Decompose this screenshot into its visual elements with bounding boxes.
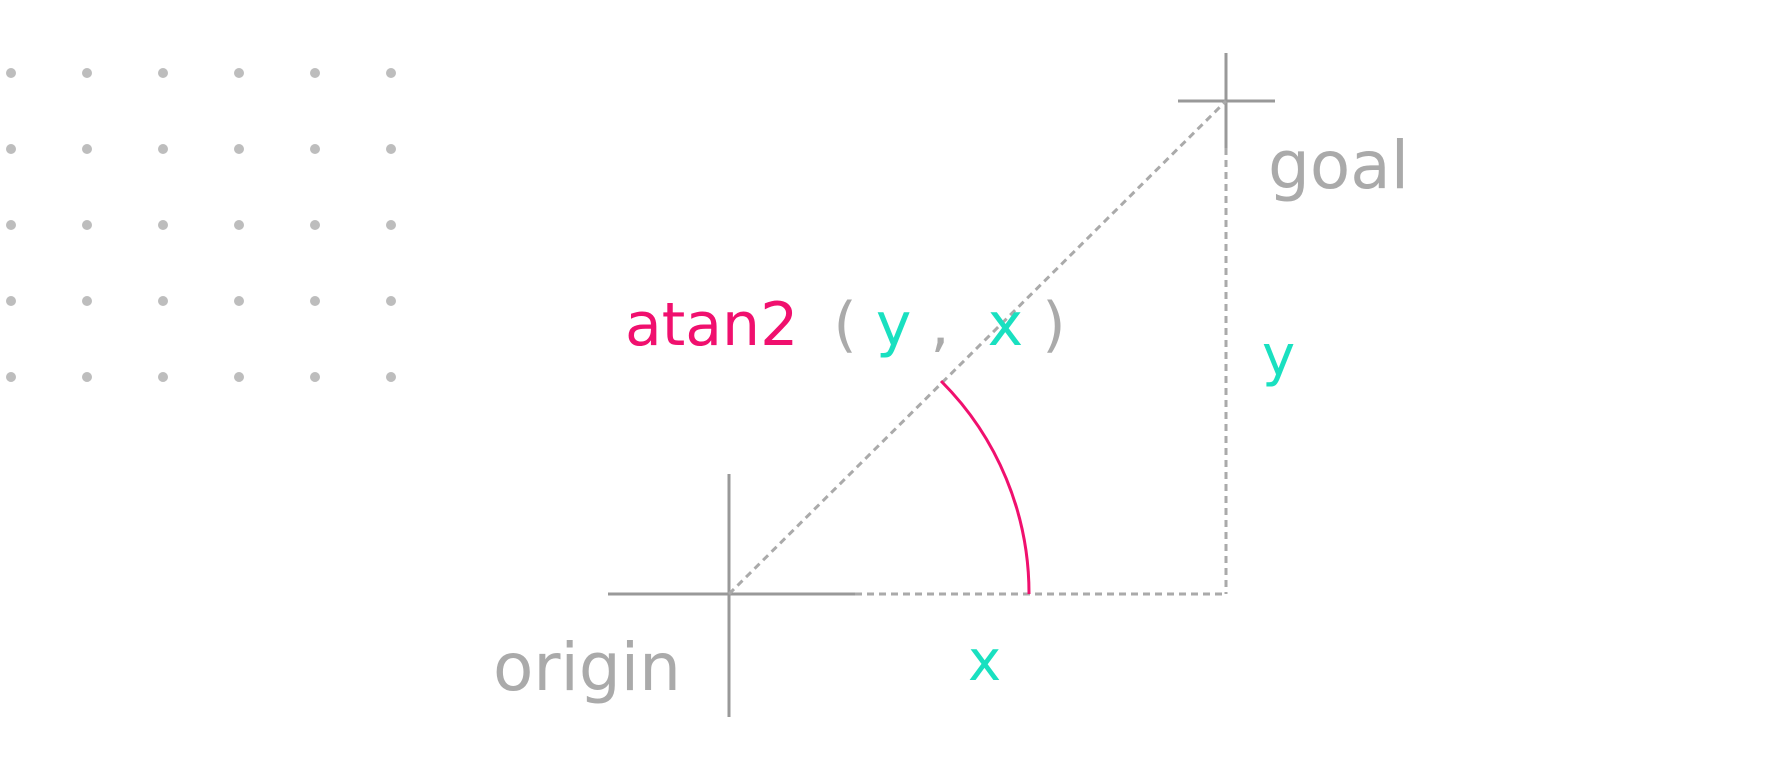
grid-dot [234,144,244,154]
grid-dot [82,220,92,230]
grid-dot [310,68,320,78]
grid-dot [82,296,92,306]
grid-dot [6,372,16,382]
atan2-formula: atan2 ( y , x ) [625,290,1066,360]
grid-dot [6,144,16,154]
grid-dot [82,144,92,154]
grid-dot [82,372,92,382]
origin-label: origin [493,629,681,706]
grid-dot [386,296,396,306]
formula-open-paren: ( [833,290,856,360]
grid-dot [310,144,320,154]
grid-dot [386,372,396,382]
grid-dot [234,372,244,382]
grid-dot [6,296,16,306]
formula-close-paren: ) [1042,290,1065,360]
grid-dot [386,68,396,78]
grid-dot [158,144,168,154]
grid-dot [386,144,396,154]
x-label: x [968,629,1001,694]
grid-dot [6,68,16,78]
grid-dot [310,372,320,382]
grid-dot [158,220,168,230]
goal-crosshair [1178,53,1275,148]
formula-func: atan2 [625,290,798,360]
dot-grid [6,68,396,382]
grid-dot [158,372,168,382]
formula-arg-y: y [876,290,912,360]
grid-dot [234,220,244,230]
angle-arc [939,379,1031,595]
dashed-triangle [727,99,1228,596]
grid-dot [234,296,244,306]
formula-arg-x: x [988,290,1024,360]
grid-dot [6,220,16,230]
formula-comma: , [930,290,968,360]
grid-dot [158,68,168,78]
grid-dot [310,220,320,230]
origin-crosshair [608,474,855,717]
grid-dot [310,296,320,306]
grid-dot [234,68,244,78]
goal-label: goal [1268,127,1409,204]
grid-dot [386,220,396,230]
y-label: y [1262,324,1295,389]
hypotenuse-dashed [727,99,1228,596]
grid-dot [158,296,168,306]
grid-dot [82,68,92,78]
